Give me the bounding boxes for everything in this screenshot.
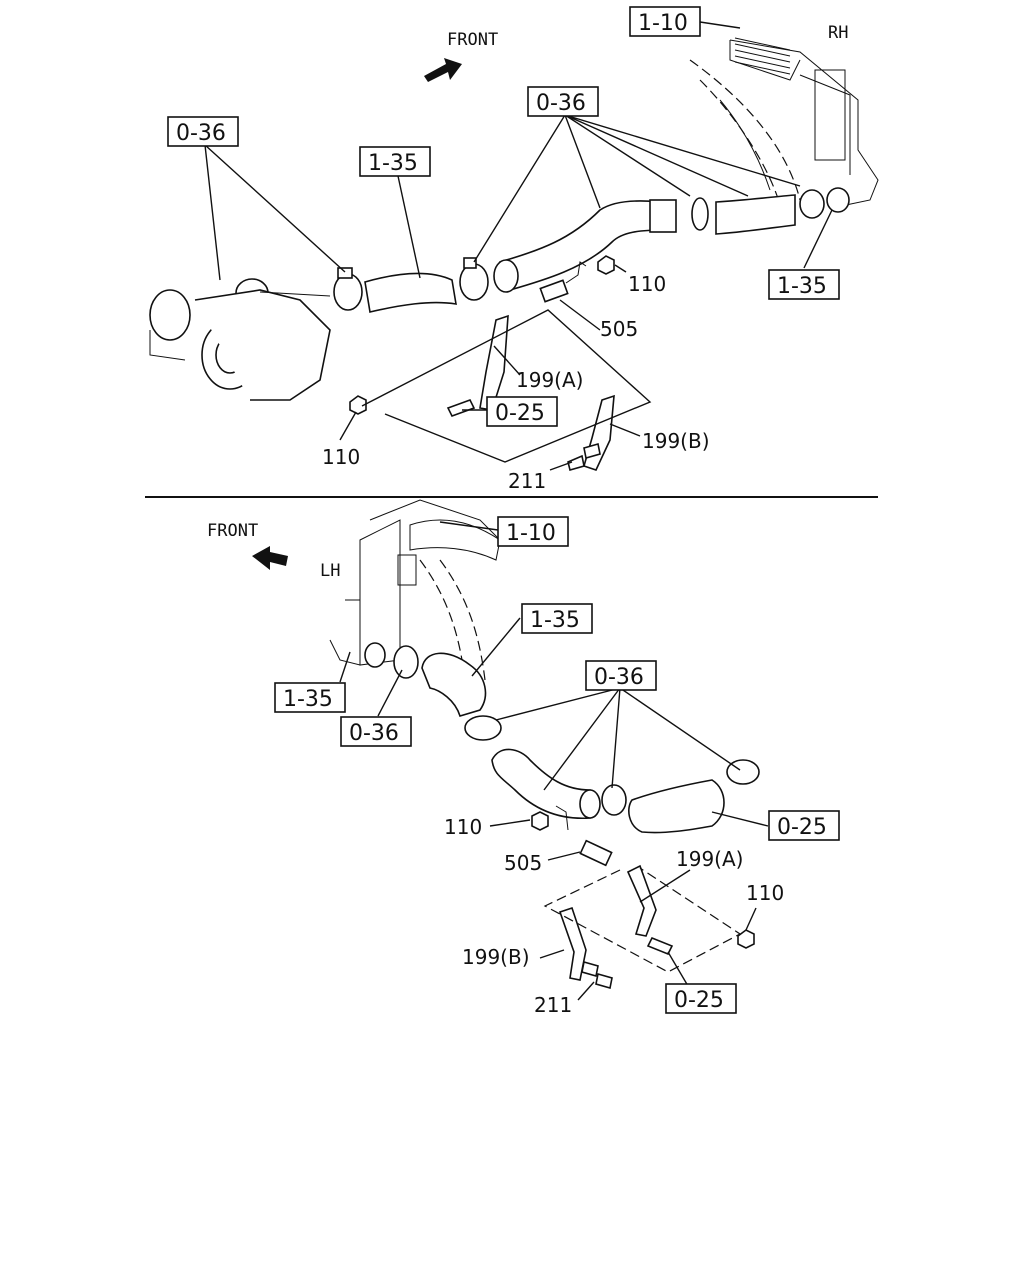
top-leaders — [204, 21, 833, 471]
top-clamp-4 — [799, 189, 825, 219]
top-part-505: 505 — [600, 317, 638, 341]
bottom-clamp-1 — [364, 642, 386, 668]
bottom-ref-1-35-left: 1-35 — [274, 682, 346, 713]
top-hose-2 — [715, 194, 796, 235]
top-intercooler-fins — [734, 37, 791, 75]
bottom-side-label: LH — [320, 561, 340, 581]
top-ref-0-25-text: 0-25 — [495, 401, 545, 426]
top-clamp-3 — [691, 197, 709, 231]
top-ref-0-25: 0-25 — [486, 396, 558, 427]
top-sensor-505 — [539, 261, 587, 303]
bottom-front-label: FRONT — [207, 521, 258, 541]
top-bolt — [446, 399, 476, 417]
bottom-leaders — [339, 521, 769, 1001]
top-hose-1 — [364, 272, 457, 313]
top-nut-110b — [349, 395, 367, 415]
top-ref-1-10: 1-10 — [629, 6, 701, 37]
bottom-ref-1-35-right: 1-35 — [521, 603, 593, 634]
bottom-ref-0-25-right: 0-25 — [768, 810, 840, 841]
bottom-part-110b: 110 — [746, 881, 784, 905]
top-ref-1-35-left-text: 1-35 — [368, 151, 418, 176]
bottom-bolt — [646, 936, 674, 956]
bottom-assembly: FRONT LH — [207, 499, 840, 1017]
top-part-110a: 110 — [628, 272, 666, 296]
bottom-clamp-2 — [393, 645, 419, 679]
bottom-ref-0-25-bottom-text: 0-25 — [674, 988, 724, 1013]
bottom-nut-110a — [531, 811, 549, 831]
bottom-ref-0-36-left-text: 0-36 — [349, 721, 399, 746]
bottom-sensor-505 — [555, 805, 613, 867]
top-bracket-199b — [583, 394, 615, 471]
bottom-ref-0-36-left: 0-36 — [340, 716, 412, 747]
top-clamp-5 — [826, 187, 850, 213]
top-intercooler — [689, 37, 879, 206]
top-ref-0-36-left-text: 0-36 — [176, 121, 226, 146]
top-clamp-2 — [459, 257, 489, 301]
bottom-clamp-3 — [464, 715, 502, 741]
top-ref-1-35-right: 1-35 — [768, 269, 840, 300]
bottom-ref-1-10: 1-10 — [497, 516, 569, 547]
top-assembly: FRONT RH — [149, 6, 879, 493]
bottom-front-arrow-icon — [252, 546, 288, 570]
top-pipe — [493, 199, 677, 293]
bottom-part-199b: 199(B) — [462, 945, 530, 969]
bottom-hose-1 — [421, 652, 487, 717]
bottom-pipe — [491, 748, 601, 820]
top-clamp-1 — [333, 267, 363, 311]
bottom-ref-1-35-right-text: 1-35 — [530, 608, 580, 633]
top-part-211: 211 — [508, 469, 546, 493]
top-ref-1-35-right-text: 1-35 — [777, 274, 827, 299]
top-part-199b: 199(B) — [642, 429, 710, 453]
bottom-nut-110b — [737, 929, 755, 949]
bottom-ref-0-25-right-text: 0-25 — [777, 815, 827, 840]
bottom-bracket-199b — [558, 906, 587, 981]
bottom-clamp-4 — [601, 784, 627, 816]
top-ref-1-35-left: 1-35 — [359, 146, 431, 177]
top-front-arrow-icon — [424, 58, 462, 82]
top-part-199a: 199(A) — [516, 368, 583, 392]
top-part-110b: 110 — [322, 445, 360, 469]
top-front-label: FRONT — [447, 30, 498, 50]
top-ref-0-36-right: 0-36 — [527, 86, 599, 117]
top-turbocharger — [149, 278, 331, 401]
top-ref-0-36-left: 0-36 — [167, 116, 239, 147]
bottom-part-211: 211 — [534, 993, 572, 1017]
bottom-ref-0-36-right-text: 0-36 — [594, 665, 644, 690]
bottom-ref-0-25-bottom: 0-25 — [665, 983, 737, 1014]
bottom-part-199a: 199(A) — [676, 847, 743, 871]
bottom-part-110a: 110 — [444, 815, 482, 839]
top-nut-110a — [597, 255, 615, 275]
bottom-part-505: 505 — [504, 851, 542, 875]
bottom-ref-1-10-text: 1-10 — [506, 521, 556, 546]
top-side-label: RH — [828, 23, 848, 43]
bottom-bolts-211 — [581, 960, 613, 990]
top-bolts-211 — [567, 442, 601, 471]
top-ref-1-10-text: 1-10 — [638, 11, 688, 36]
bottom-hose-2 — [628, 779, 725, 834]
top-bracket-199a — [479, 314, 509, 411]
bottom-ref-1-35-left-text: 1-35 — [283, 687, 333, 712]
bottom-ref-0-36-right: 0-36 — [585, 660, 657, 691]
top-ref-0-36-right-text: 0-36 — [536, 91, 586, 116]
